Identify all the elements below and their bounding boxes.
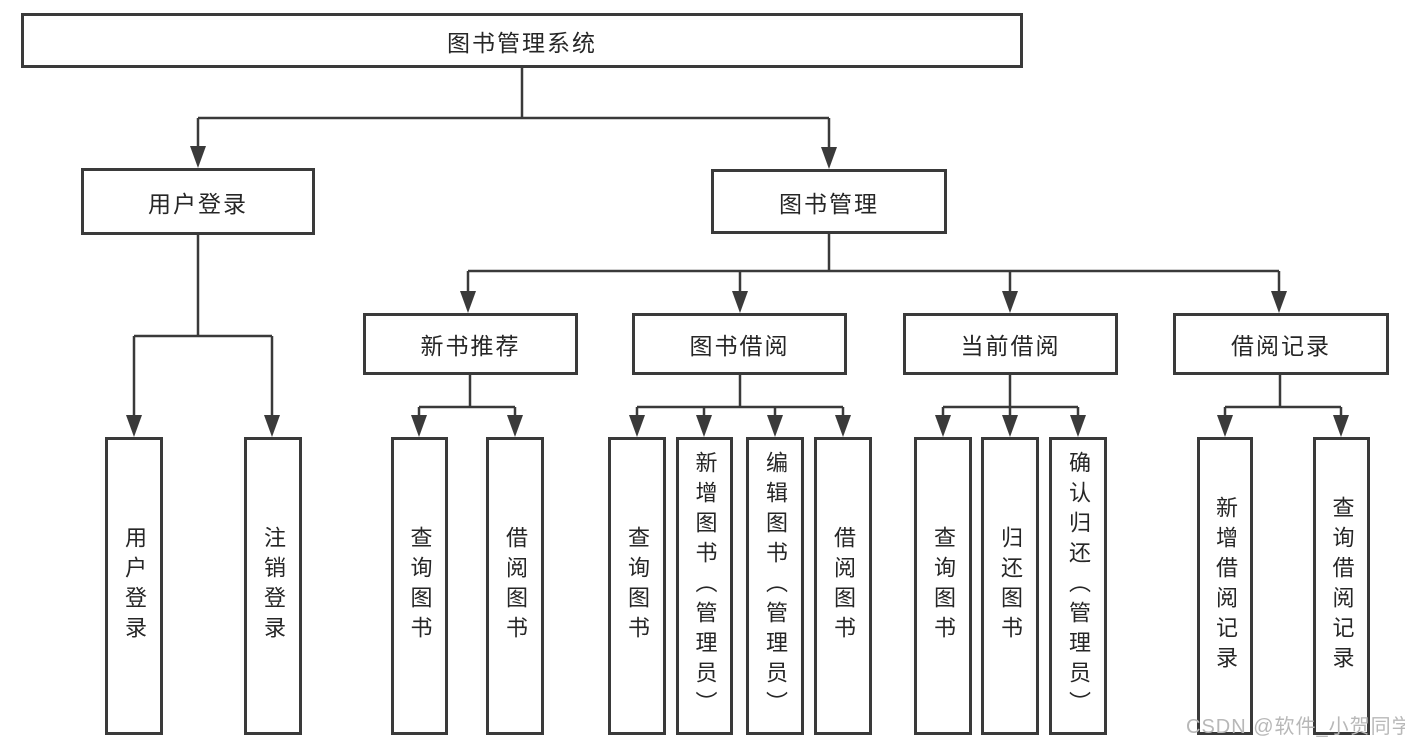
node-root-system: 图书管理系统 [21,13,1023,68]
leaf-borrow-book: 借阅图书 [814,437,872,735]
node-user-login: 用户登录 [81,168,315,235]
leaf-query-book-borrow: 查询图书 [608,437,666,735]
node-current-borrow: 当前借阅 [903,313,1118,375]
leaf-borrow-book-newbook: 借阅图书 [486,437,544,735]
leaf-return-book: 归还图书 [981,437,1039,735]
node-new-book-recommend: 新书推荐 [363,313,578,375]
leaf-query-borrow-record: 查询借阅记录 [1313,437,1370,735]
leaf-add-borrow-record: 新增借阅记录 [1197,437,1253,735]
leaf-query-book-current: 查询图书 [914,437,972,735]
leaf-confirm-return-admin: 确认归还（管理员） [1049,437,1107,735]
leaf-user-login: 用户登录 [105,437,163,735]
leaf-query-book-newbook: 查询图书 [391,437,448,735]
leaf-edit-book-admin: 编辑图书（管理员） [746,437,804,735]
node-book-borrow: 图书借阅 [632,313,847,375]
leaf-add-book-admin: 新增图书（管理员） [676,437,733,735]
node-borrow-records: 借阅记录 [1173,313,1389,375]
leaf-logout: 注销登录 [244,437,302,735]
csdn-watermark: CSDN @软件_小贺同学 [1186,716,1405,738]
node-book-management: 图书管理 [711,169,947,234]
